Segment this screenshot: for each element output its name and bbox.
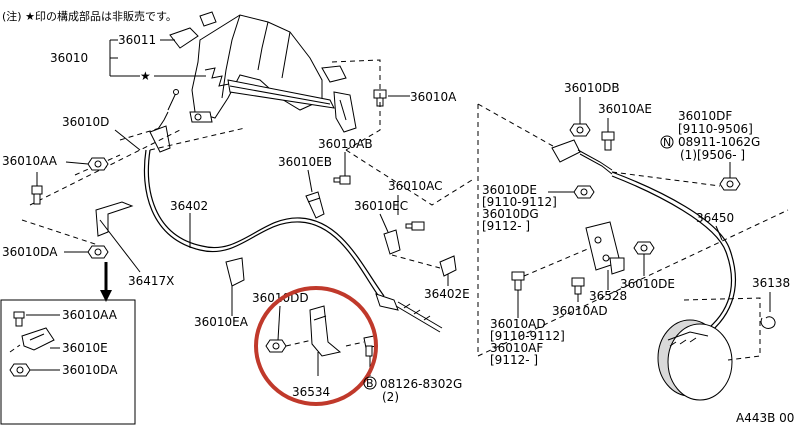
- clip-36010EB: [305, 191, 325, 219]
- rear-cable-36450: [611, 171, 737, 341]
- label-08911-circle: N: [663, 136, 671, 149]
- nut-36010DE-a: [573, 185, 595, 199]
- bolt-36010AC: [405, 221, 425, 231]
- bolt-36010AD-b: [571, 277, 585, 295]
- nut-36010AA: [87, 157, 109, 171]
- label-36402E: 36402E: [424, 287, 470, 301]
- nut-36010DD: [265, 339, 287, 353]
- label-36010DF-range: [9110-9506]: [678, 122, 753, 136]
- clip-36138: [760, 316, 776, 329]
- label-inset-36010DA: 36010DA: [62, 363, 118, 377]
- label-36010D: 36010D: [62, 115, 109, 129]
- nut-36010DF: [719, 177, 741, 191]
- label-36011: 36011: [118, 33, 156, 47]
- label-36010AE: 36010AE: [598, 102, 652, 116]
- label-36010A: 36010A: [410, 90, 457, 104]
- label-36010AD-a-range: [9110-9112]: [490, 329, 565, 343]
- inset-bracket: [21, 327, 55, 351]
- label-36528: 36528: [589, 289, 627, 303]
- label-36534: 36534: [292, 385, 330, 399]
- nut-36010DE-b: [633, 241, 655, 255]
- label-inset-36010AA: 36010AA: [62, 308, 118, 322]
- label-08126-circle: B: [366, 377, 374, 390]
- label-36010AA: 36010AA: [2, 154, 58, 168]
- brake-drum: [657, 319, 733, 401]
- bolt-36010AD-a: [511, 271, 525, 291]
- label-36010DE-a-range: [9110-9112]: [482, 195, 557, 209]
- front-cable-36402: [143, 149, 385, 299]
- bracket-36417X: [95, 201, 134, 237]
- clip-36010EA: [225, 257, 245, 287]
- label-36010DE-b: 36010DE: [620, 277, 675, 291]
- cable-adjuster: [375, 293, 443, 333]
- clip-36010EC: [383, 229, 401, 255]
- label-36010EB: 36010EB: [278, 155, 332, 169]
- label-36010DE-a: 36010DE: [482, 183, 537, 197]
- header-note: (注) ★印の構成部品は非販売です。: [2, 9, 177, 23]
- inset-detail-box: [0, 299, 136, 425]
- clip-36402E: [439, 255, 457, 277]
- label-36010DA: 36010DA: [2, 245, 58, 259]
- leaders-top-left: [109, 39, 206, 77]
- label-36010EC: 36010EC: [354, 199, 408, 213]
- label-36010AD-b: 36010AD: [552, 304, 608, 318]
- nut-36010DA: [87, 245, 109, 259]
- label-36450: 36450: [696, 211, 734, 225]
- inset-nut: [9, 363, 31, 377]
- label-36010AC: 36010AC: [388, 179, 443, 193]
- label-36010AD-a: 36010AD: [490, 317, 546, 331]
- label-inset-36010E: 36010E: [62, 341, 108, 355]
- star-marker: ★: [140, 69, 151, 83]
- label-36010DB: 36010DB: [564, 81, 620, 95]
- inset-bolt: [13, 311, 25, 327]
- label-36010EA: 36010EA: [194, 315, 249, 329]
- label-36402: 36402: [170, 199, 208, 213]
- rear-cable-bracket: [551, 139, 613, 175]
- label-36138: 36138: [752, 276, 790, 290]
- bracket-36534: [309, 305, 342, 357]
- label-36010AF-range: [9112- ]: [490, 353, 538, 367]
- nut-36010DB: [569, 123, 591, 137]
- label-08126: 08126-8302G: [380, 377, 462, 391]
- parking-brake-lever-assembly: [149, 11, 357, 153]
- label-36010AB: 36010AB: [318, 137, 373, 151]
- label-08126-qty: (2): [382, 390, 399, 404]
- label-36010AF: 36010AF: [490, 341, 543, 355]
- label-36010DF: 36010DF: [678, 109, 732, 123]
- bolt-left: [31, 185, 43, 205]
- highlight-circle: [254, 286, 378, 406]
- label-36010DG-range: [9112- ]: [482, 219, 530, 233]
- arrow-to-inset: [100, 262, 112, 302]
- label-08911-range: (1)[9506- ]: [680, 148, 745, 162]
- label-36010DG: 36010DG: [482, 207, 539, 221]
- label-36010: 36010: [50, 51, 88, 65]
- label-08911: 08911-1062G: [678, 135, 760, 149]
- bolt-36010AE: [601, 131, 615, 151]
- label-36417X: 36417X: [128, 274, 174, 288]
- bracket-36528: [585, 221, 625, 275]
- bolt-36010AB: [333, 175, 351, 185]
- diagram-code: A443B 00: [736, 411, 794, 425]
